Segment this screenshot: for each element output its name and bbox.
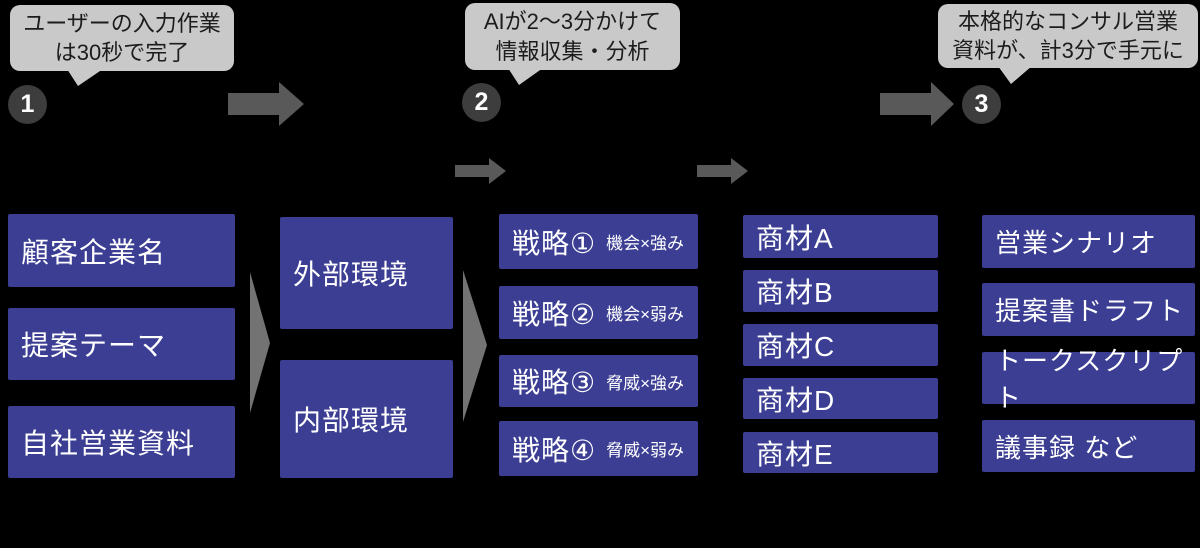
product-box-e-label: 商材E — [756, 438, 834, 470]
strategy-box-4: 戦略④ 脅威×弱み — [499, 421, 698, 476]
flow-arrow-to-strategies-icon — [455, 158, 506, 184]
step3-badge: 3 — [962, 85, 1001, 124]
step2-badge: 2 — [462, 83, 501, 122]
output-box-talk-script-label: トークスクリプト — [995, 346, 1184, 413]
strategy-box-2-subtitle: 機会×弱み — [606, 305, 685, 324]
output-box-talk-script: トークスクリプト — [982, 346, 1195, 413]
strategy-box-3-subtitle: 脅威×強み — [606, 373, 685, 393]
input-box-sales-materials-label: 自社営業資料 — [21, 428, 196, 459]
product-box-b-label: 商材B — [756, 277, 834, 308]
output-box-proposal-draft: 提案書ドラフト — [982, 283, 1195, 336]
strategy-box-3-title: 戦略③ — [512, 367, 597, 398]
bubble1-tail — [67, 69, 103, 86]
strategy-box-1: 戦略① 機会×強み — [499, 214, 698, 269]
callout-step2-line1: AIが2〜3分かけて — [483, 9, 662, 35]
flow-arrow-to-products-icon — [697, 158, 748, 184]
output-box-proposal-draft-label: 提案書ドラフト — [995, 296, 1185, 326]
step1-to-step2-arrow-icon — [228, 82, 304, 126]
env-box-internal: 内部環境 — [280, 360, 453, 478]
env-box-external-label: 外部環境 — [293, 259, 410, 290]
callout-step2: AIが2〜3分かけて 情報収集・分析 — [465, 3, 680, 70]
chevron-environment-to-strategies-icon — [463, 270, 487, 422]
strategy-box-1-title: 戦略① — [512, 227, 597, 259]
strategy-box-1-subtitle: 機会×強み — [606, 234, 685, 253]
product-box-e: 商材E — [743, 432, 938, 473]
step1-badge: 1 — [8, 85, 47, 124]
env-box-external: 外部環境 — [280, 217, 453, 329]
chevron-inputs-to-environment-icon — [250, 272, 270, 413]
input-box-proposal-theme: 提案テーマ — [8, 308, 235, 380]
strategy-box-3: 戦略③ 脅威×強み — [499, 355, 698, 407]
product-box-d: 商材D — [743, 378, 938, 419]
strategy-box-4-subtitle: 脅威×弱み — [606, 441, 685, 460]
callout-step1-line2: は30秒で完了 — [54, 40, 190, 65]
input-box-client-name-label: 顧客企業名 — [21, 236, 167, 268]
callout-step1: ユーザーの入力作業 は30秒で完了 — [10, 5, 234, 71]
output-box-sales-scenario-label: 営業シナリオ — [995, 228, 1158, 258]
product-box-d-label: 商材D — [756, 384, 836, 416]
input-box-client-name: 顧客企業名 — [8, 214, 235, 287]
strategy-box-2: 戦略② 機会×弱み — [499, 286, 698, 339]
bubble3-tail — [998, 66, 1032, 84]
callout-step1-line1: ユーザーの入力作業 — [23, 10, 221, 36]
product-box-a: 商材A — [743, 215, 938, 258]
env-box-internal-label: 内部環境 — [293, 405, 410, 436]
input-box-proposal-theme-label: 提案テーマ — [21, 330, 167, 361]
product-box-c-label: 商材C — [756, 331, 836, 362]
product-box-a-label: 商材A — [756, 222, 834, 254]
output-box-minutes-label: 議事録 など — [995, 432, 1139, 463]
step2-to-step3-arrow-icon — [880, 82, 954, 126]
bubble2-tail — [508, 68, 543, 85]
callout-step3: 本格的なコンサル営業 資料が、計3分で手元に — [938, 4, 1198, 68]
strategy-box-4-title: 戦略④ — [512, 434, 597, 466]
callout-step3-line2: 資料が、計3分で手元に — [952, 38, 1184, 63]
strategy-box-2-title: 戦略② — [512, 298, 597, 330]
product-box-c: 商材C — [743, 324, 938, 366]
callout-step2-line2: 情報収集・分析 — [495, 38, 650, 64]
callout-step3-line1: 本格的なコンサル営業 — [957, 8, 1178, 34]
output-box-sales-scenario: 営業シナリオ — [982, 215, 1195, 268]
product-box-b: 商材B — [743, 270, 938, 312]
input-box-sales-materials: 自社営業資料 — [8, 406, 235, 478]
output-box-minutes: 議事録 など — [982, 420, 1195, 472]
